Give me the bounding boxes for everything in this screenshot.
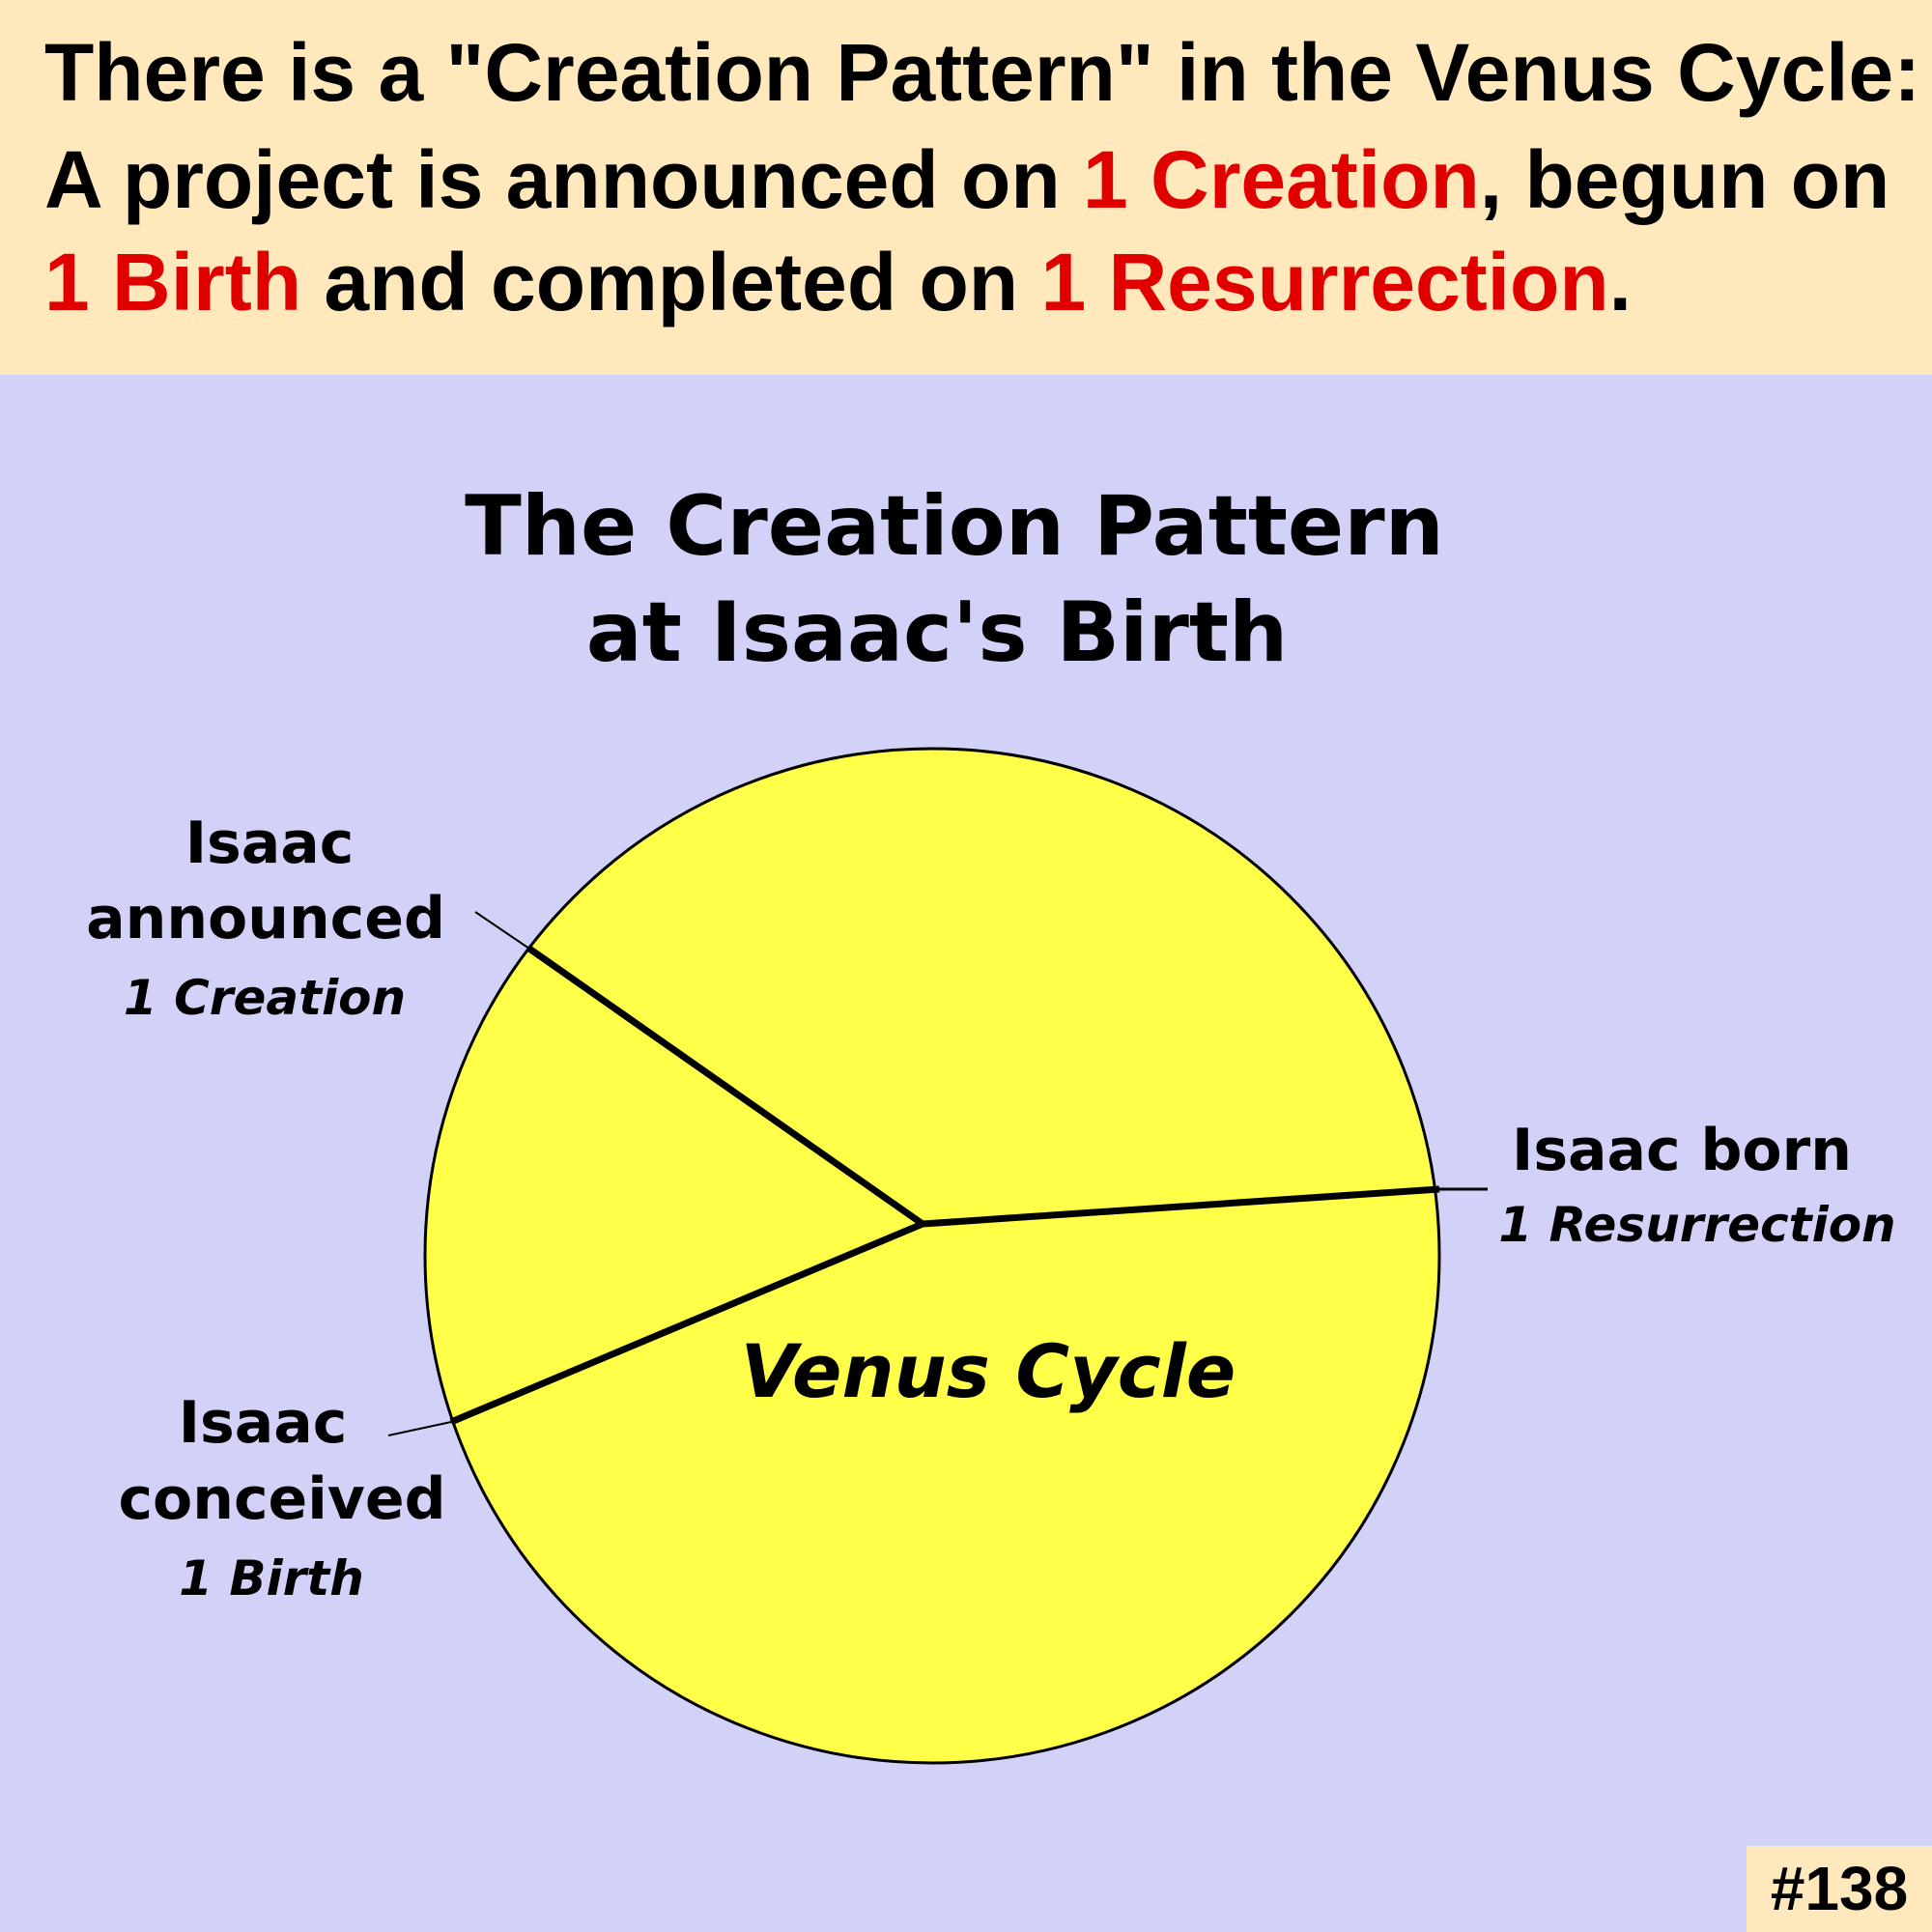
divider-announced	[526, 946, 925, 1227]
venus-cycle-diagram: The Creation Pattern at Isaac's Birth Is…	[86, 478, 1896, 1765]
header-line-2: A project is announced on 1 Creation, be…	[44, 139, 1889, 220]
header-line-3: 1 Birth and completed on 1 Resurrection.	[44, 242, 1632, 323]
divider-conceived	[449, 1220, 924, 1426]
event-born-line-1: Isaac born	[1512, 1117, 1852, 1184]
header-banner: There is a "Creation Pattern" in the Ven…	[0, 0, 1932, 375]
header-line-1: There is a "Creation Pattern" in the Ven…	[44, 32, 1920, 113]
venus-cycle-label: Venus Cycle	[741, 1328, 1236, 1414]
slide-number-badge: #138	[1747, 1846, 1932, 1932]
event-announced-line-2: announced	[86, 885, 445, 952]
leader-announced	[474, 911, 530, 950]
event-conceived-line-1: Isaac	[179, 1389, 348, 1457]
event-conceived-line-2: conceived	[118, 1465, 445, 1533]
diagram-title-line-1: The Creation Pattern	[465, 478, 1444, 575]
divider-born	[922, 1185, 1440, 1228]
header-line-3-tail: .	[1608, 237, 1632, 327]
venus-cycle-circle	[423, 747, 1441, 1765]
header-line-2-tail: , begun on	[1479, 134, 1890, 225]
highlight-creation: 1 Creation	[1082, 134, 1480, 225]
event-announced-date: 1 Creation	[124, 970, 406, 1026]
diagram-title-line-2: at Isaac's Birth	[586, 584, 1289, 681]
event-announced-line-1: Isaac	[185, 810, 355, 877]
highlight-resurrection: 1 Resurrection	[1040, 237, 1609, 327]
highlight-birth: 1 Birth	[44, 237, 302, 327]
event-born-date: 1 Resurrection	[1498, 1197, 1895, 1253]
header-line-1-text: There is a "Creation Pattern" in the Ven…	[44, 27, 1921, 118]
header-line-2-text: A project is announced on	[44, 134, 1083, 225]
event-conceived-date: 1 Birth	[179, 1550, 364, 1606]
leader-conceived	[387, 1421, 452, 1436]
header-line-3-text: and completed on	[301, 237, 1041, 327]
